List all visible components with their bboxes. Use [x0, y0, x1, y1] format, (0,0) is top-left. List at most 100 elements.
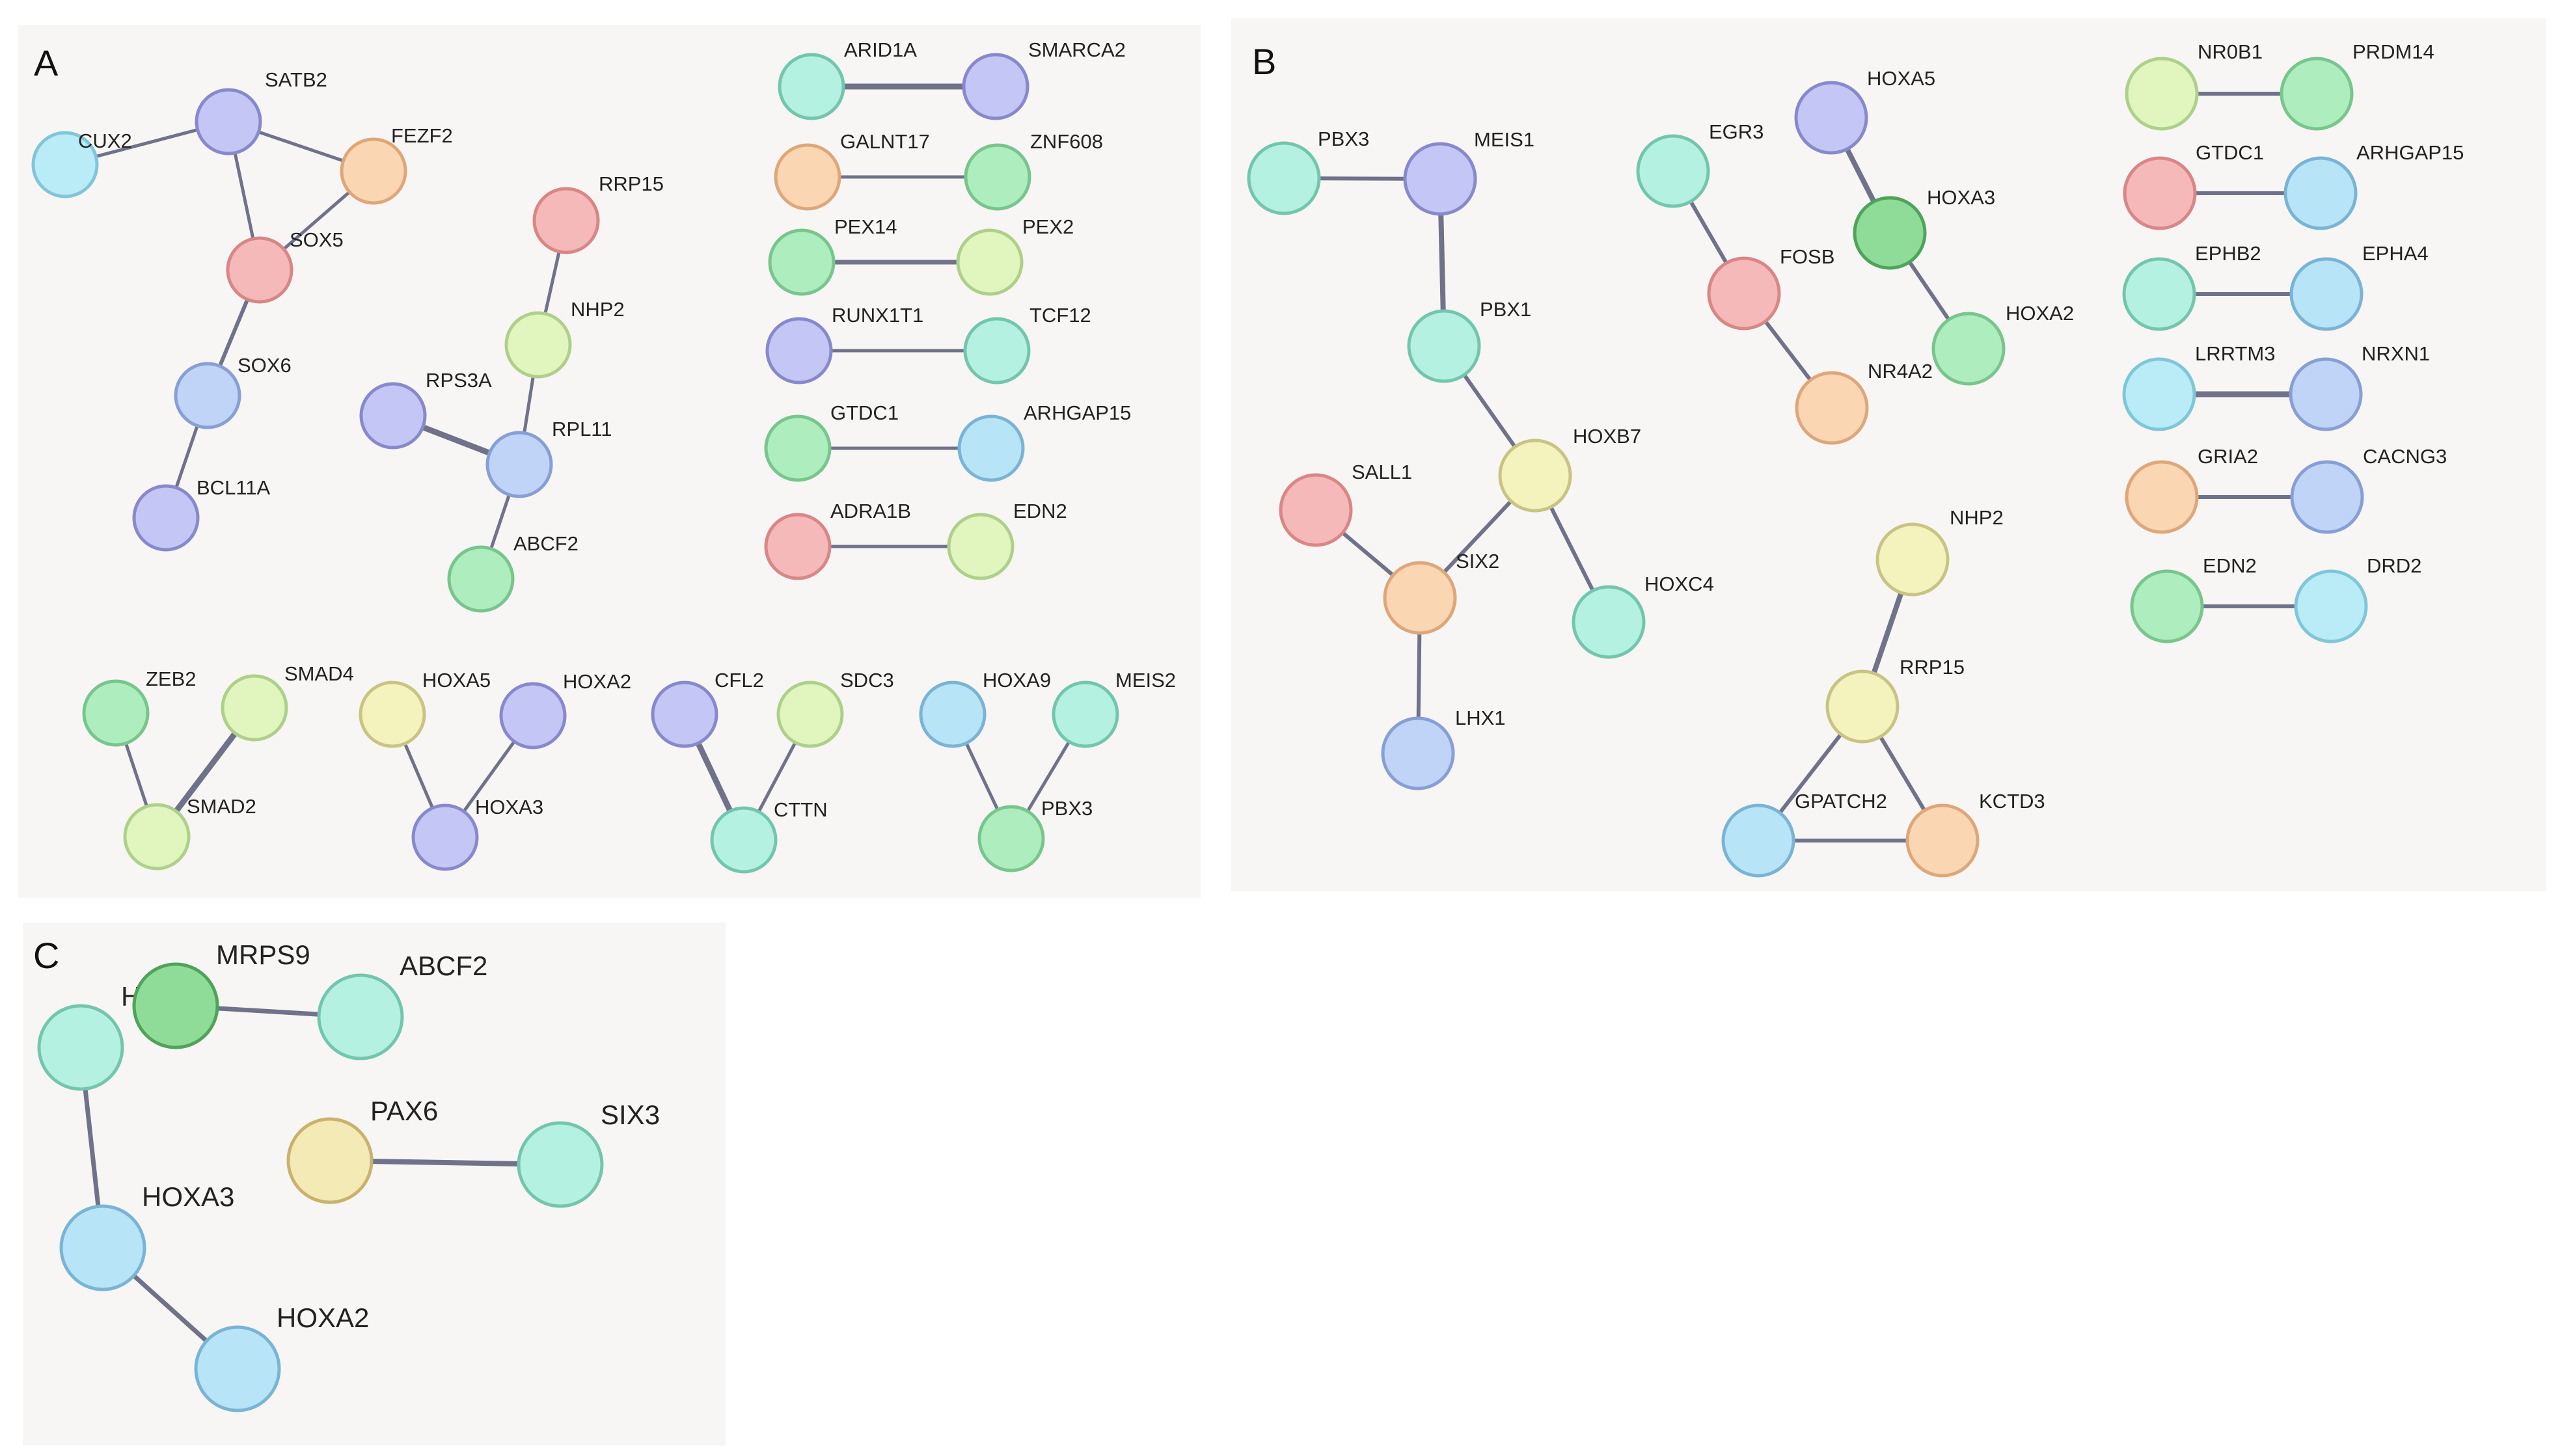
gene-node-six3[interactable]: SIX3 [517, 1099, 660, 1208]
gene-node-circle[interactable] [359, 681, 426, 748]
gene-node-circle[interactable] [31, 131, 99, 198]
gene-node-hoxa3[interactable]: HOXA3 [411, 796, 543, 871]
gene-node-circle[interactable] [132, 484, 200, 552]
gene-node-lrrtm3[interactable]: LRRTM3 [2122, 342, 2275, 431]
gene-node-circle[interactable] [710, 806, 778, 874]
gene-node-circle[interactable] [499, 682, 567, 749]
gene-node-hoxa3[interactable]: HOXA3 [1853, 186, 1995, 270]
gene-node-znf608[interactable]: ZNF608 [964, 130, 1103, 211]
gene-node-circle[interactable] [340, 137, 407, 205]
gene-node-circle[interactable] [2289, 357, 2363, 431]
gene-node-sall1[interactable]: SALL1 [1279, 461, 1412, 547]
gene-node-circle[interactable] [2122, 357, 2196, 431]
gene-node-pbx1[interactable]: PBX1 [1407, 298, 1531, 383]
gene-node-circle[interactable] [1707, 256, 1781, 330]
gene-node-smad4[interactable]: SMAD4 [221, 662, 354, 742]
gene-node-nhp2[interactable]: NHP2 [504, 298, 625, 379]
gene-node-gpatch2[interactable]: GPATCH2 [1721, 790, 1887, 878]
gene-node-circle[interactable] [764, 414, 832, 482]
gene-node-circle[interactable] [651, 681, 718, 748]
gene-node-hoxb7[interactable]: HOXB7 [1498, 425, 1641, 513]
gene-node-circle[interactable] [1403, 142, 1477, 216]
gene-node-nrxn1[interactable]: NRXN1 [2289, 342, 2430, 431]
gene-node-circle[interactable] [1247, 141, 1321, 215]
gene-node-circle[interactable] [964, 143, 1031, 211]
gene-node-circle[interactable] [359, 382, 427, 450]
gene-node-circle[interactable] [59, 1204, 146, 1291]
gene-node-meis2[interactable]: MEIS2 [1052, 669, 1176, 748]
gene-node-circle[interactable] [37, 1004, 124, 1091]
gene-node-rrp15[interactable]: RRP15 [532, 172, 664, 254]
gene-node-sox5[interactable]: SOX5 [226, 228, 344, 304]
gene-node-fezf2[interactable]: FEZF2 [340, 124, 453, 205]
gene-node-rrp15[interactable]: RRP15 [1825, 656, 1965, 744]
gene-node-pbx3[interactable]: PBX3 [1247, 128, 1369, 215]
gene-node-circle[interactable] [1931, 312, 2006, 386]
gene-node-smad2[interactable]: SMAD2 [123, 795, 256, 870]
gene-node-circle[interactable] [82, 679, 150, 747]
gene-node-circle[interactable] [2294, 569, 2368, 643]
gene-node-meis1[interactable]: MEIS1 [1403, 128, 1534, 216]
gene-node-circle[interactable] [195, 88, 262, 155]
gene-node-cux2[interactable]: CUX2 [31, 129, 132, 198]
gene-node-circle[interactable] [1905, 803, 1980, 878]
gene-node-zeb2[interactable]: ZEB2 [82, 667, 197, 747]
gene-node-drd2[interactable]: DRD2 [2294, 554, 2421, 643]
gene-node-satb2[interactable]: SATB2 [195, 68, 327, 155]
gene-node-circle[interactable] [1052, 681, 1119, 748]
gene-node-circle[interactable] [174, 362, 241, 429]
gene-node-tcf12[interactable]: TCF12 [963, 304, 1091, 384]
gene-node-arid1a[interactable]: ARID1A [778, 38, 917, 120]
gene-node-arhgap15[interactable]: ARHGAP15 [2283, 141, 2464, 230]
gene-node-smarca2[interactable]: SMARCA2 [962, 38, 1126, 120]
gene-node-hoxa3[interactable]: HOXA3 [59, 1181, 234, 1291]
gene-node-hoxa9[interactable]: HOXA9 [919, 669, 1051, 748]
gene-node-pex14[interactable]: PEX14 [768, 215, 897, 296]
gene-node-circle[interactable] [226, 236, 293, 304]
gene-node-prdm14[interactable]: PRDM14 [2280, 40, 2434, 131]
gene-node-nhp2[interactable]: NHP2 [1875, 506, 2004, 597]
gene-node-circle[interactable] [2283, 156, 2358, 230]
gene-node-edn2[interactable]: EDN2 [2130, 554, 2257, 643]
gene-node-circle[interactable] [774, 143, 841, 211]
gene-node-circle[interactable] [1407, 309, 1481, 383]
gene-node-circle[interactable] [919, 681, 987, 748]
gene-node-circle[interactable] [1721, 803, 1795, 878]
gene-node-pbx3[interactable]: PBX3 [977, 797, 1093, 872]
gene-node-circle[interactable] [1853, 196, 1927, 270]
gene-node-circle[interactable] [2290, 460, 2364, 534]
gene-node-nr0b1[interactable]: NR0B1 [2125, 40, 2263, 131]
gene-node-circle[interactable] [2125, 57, 2199, 131]
gene-node-circle[interactable] [956, 228, 1024, 296]
gene-node-circle[interactable] [447, 545, 515, 613]
gene-node-circle[interactable] [2122, 257, 2196, 331]
gene-node-edn2[interactable]: EDN2 [947, 500, 1067, 580]
gene-node-circle[interactable] [947, 513, 1015, 580]
gene-node-six2[interactable]: SIX2 [1383, 550, 1499, 635]
gene-node-circle[interactable] [1795, 371, 1869, 445]
gene-node-ephb2[interactable]: EPHB2 [2122, 242, 2261, 331]
gene-node-circle[interactable] [768, 228, 836, 296]
gene-node-circle[interactable] [962, 53, 1029, 120]
gene-node-runx1t1[interactable]: RUNX1T1 [765, 304, 923, 384]
gene-node-circle[interactable] [957, 414, 1025, 482]
gene-node-circle[interactable] [221, 674, 288, 742]
gene-node-circle[interactable] [963, 317, 1031, 384]
gene-node-cttn[interactable]: CTTN [710, 798, 828, 874]
gene-node-fosb[interactable]: FOSB [1707, 245, 1834, 330]
gene-node-hoxc4[interactable]: HOXC4 [1572, 573, 1714, 659]
gene-node-kctd3[interactable]: KCTD3 [1905, 790, 2045, 878]
gene-node-circle[interactable] [2125, 460, 2199, 534]
gene-node-epha4[interactable]: EPHA4 [2289, 242, 2429, 331]
gene-node-gtdc1[interactable]: GTDC1 [764, 401, 899, 482]
gene-node-circle[interactable] [485, 431, 553, 498]
gene-node-hoxa2[interactable]: HOXA2 [1931, 302, 2074, 386]
gene-node-sox6[interactable]: SOX6 [174, 354, 292, 429]
gene-node-pax6[interactable]: PAX6 [286, 1096, 438, 1204]
gene-node-egr3[interactable]: EGR3 [1636, 120, 1764, 208]
gene-node-sdc3[interactable]: SDC3 [776, 669, 894, 748]
gene-node-lhx1[interactable]: LHX1 [1381, 707, 1506, 790]
gene-node-circle[interactable] [123, 803, 191, 870]
gene-node-nr4a2[interactable]: NR4A2 [1795, 360, 1933, 445]
gene-node-circle[interactable] [132, 962, 219, 1049]
